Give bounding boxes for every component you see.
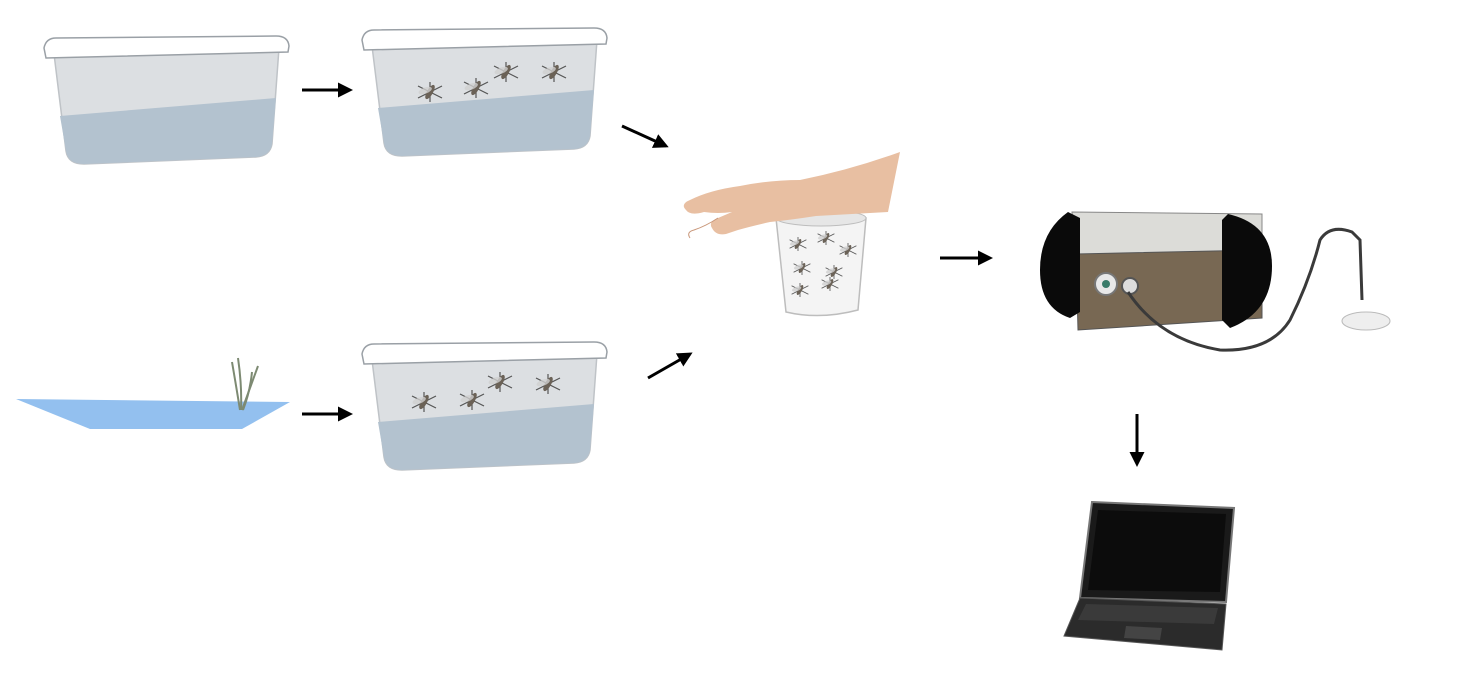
field-tank-mosquitoes — [361, 341, 608, 471]
device-port-icon — [1094, 272, 1139, 296]
lab-tank-mosquitoes — [361, 27, 608, 157]
arrow-down-right-icon — [621, 124, 669, 148]
probe-cable — [1126, 227, 1364, 352]
arrow-up-right-icon — [647, 352, 693, 380]
flow-arrows — [302, 82, 1145, 467]
field-pond — [16, 357, 290, 429]
lab-tank-empty — [43, 35, 290, 165]
probe-stand — [1341, 311, 1391, 331]
laptop — [1063, 500, 1236, 651]
recording-device — [1040, 211, 1391, 352]
arm-icon — [683, 152, 900, 239]
arm-feeding-cup — [683, 152, 900, 317]
grass-icon — [231, 357, 259, 411]
